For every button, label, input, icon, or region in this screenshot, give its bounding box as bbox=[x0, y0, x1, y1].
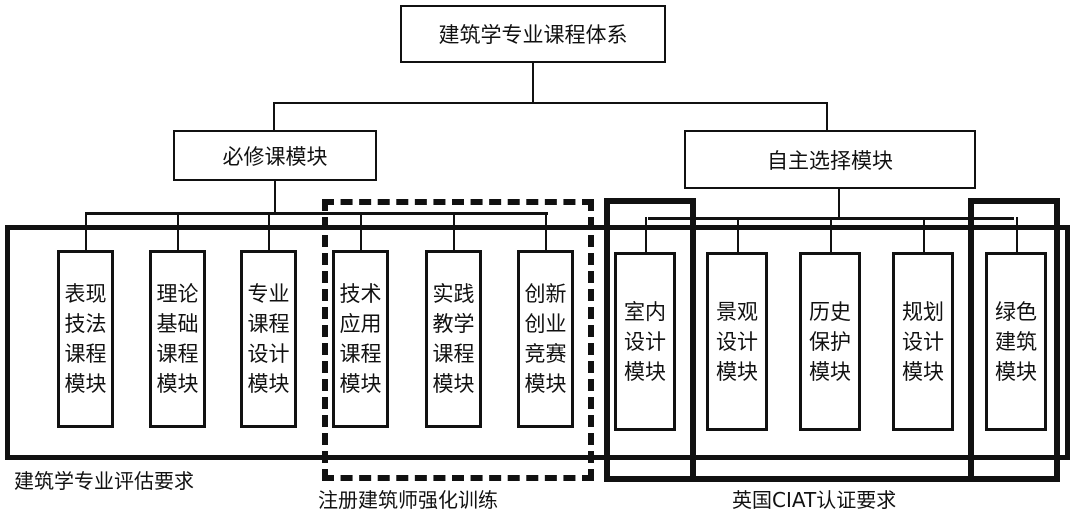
module-label: 理论基础课程模块 bbox=[156, 282, 199, 396]
connector bbox=[645, 217, 647, 252]
connector bbox=[826, 102, 828, 130]
module-label: 创新创业竞赛模块 bbox=[524, 282, 567, 396]
connector bbox=[85, 212, 87, 250]
connector bbox=[737, 217, 739, 252]
module-box: 实践教学课程模块 bbox=[425, 250, 482, 428]
connector bbox=[273, 102, 828, 104]
module-label: 绿色建筑模块 bbox=[995, 299, 1037, 384]
module-box: 历史保护模块 bbox=[799, 252, 861, 431]
module-label: 表现技法课程模块 bbox=[64, 282, 107, 396]
module-label: 景观设计模块 bbox=[716, 299, 758, 384]
connector bbox=[274, 180, 276, 214]
connector bbox=[360, 212, 362, 250]
module-box: 室内设计模块 bbox=[614, 252, 676, 431]
connector bbox=[923, 217, 925, 252]
module-label: 历史保护模块 bbox=[809, 299, 851, 384]
connector bbox=[177, 212, 179, 250]
module-box: 绿色建筑模块 bbox=[985, 252, 1047, 431]
architect-label: 注册建筑师强化训练 bbox=[318, 488, 498, 512]
connector bbox=[545, 212, 547, 250]
ciat-label: 英国CIAT认证要求 bbox=[732, 488, 897, 512]
module-box: 专业课程设计模块 bbox=[240, 250, 297, 428]
module-label: 实践教学课程模块 bbox=[432, 282, 475, 396]
connector bbox=[273, 102, 275, 130]
module-box: 创新创业竞赛模块 bbox=[517, 250, 574, 428]
module-label: 专业课程设计模块 bbox=[247, 282, 290, 396]
connector bbox=[532, 62, 534, 104]
connector bbox=[830, 217, 832, 252]
module-box: 规划设计模块 bbox=[892, 252, 954, 431]
architect-frame bbox=[322, 199, 594, 481]
module-label: 规划设计模块 bbox=[902, 299, 944, 384]
evaluation-label: 建筑学专业评估要求 bbox=[14, 469, 194, 493]
module-label: 技术应用课程模块 bbox=[339, 282, 382, 396]
module-box: 景观设计模块 bbox=[706, 252, 768, 431]
elective-modules-box: 自主选择模块 bbox=[684, 130, 976, 189]
connector bbox=[1016, 217, 1018, 252]
connector bbox=[268, 212, 270, 250]
module-box: 理论基础课程模块 bbox=[149, 250, 206, 428]
connector bbox=[453, 212, 455, 250]
ciat-frame-bottom bbox=[604, 476, 1060, 482]
connector bbox=[86, 212, 548, 215]
evaluation-frame bbox=[5, 225, 1070, 460]
required-modules-box: 必修课模块 bbox=[173, 130, 377, 181]
connector bbox=[838, 188, 840, 218]
module-box: 表现技法课程模块 bbox=[57, 250, 114, 428]
root-box: 建筑学专业课程体系 bbox=[400, 5, 666, 63]
module-box: 技术应用课程模块 bbox=[332, 250, 389, 428]
module-label: 室内设计模块 bbox=[624, 299, 666, 384]
